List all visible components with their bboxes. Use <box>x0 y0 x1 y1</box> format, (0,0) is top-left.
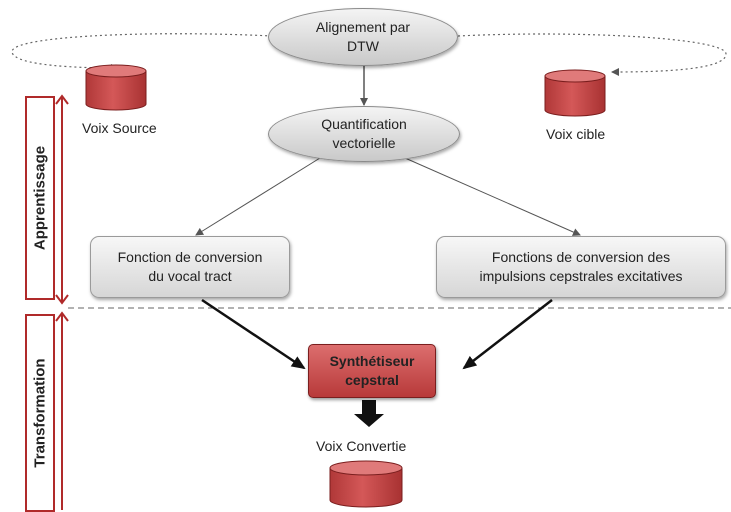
voice-converted-database-icon <box>329 460 403 508</box>
voice-target-database-icon <box>544 69 606 117</box>
vocal-tract-to-synth-arrow <box>201 298 306 370</box>
cepstral-synthesizer-node: Synthétiseur cepstral <box>308 344 436 398</box>
voice-source-database-icon <box>85 64 147 111</box>
transformation-phase-label: Transformation <box>31 358 49 468</box>
vocal-tract-conversion-node: Fonction de conversion du vocal tract <box>90 236 290 298</box>
voice-source-label: Voix Source <box>82 120 157 136</box>
vector-quantization-label: Quantification vectorielle <box>321 116 407 151</box>
synth-output-block-arrow <box>354 400 384 427</box>
vq-to-vocal-tract-arrow <box>195 157 321 236</box>
vector-quantization-node: Quantification vectorielle <box>268 106 460 162</box>
cepstral-synthesizer-label: Synthétiseur cepstral <box>329 353 415 388</box>
dtw-alignment-label: Alignement par DTW <box>315 19 411 54</box>
cepstral-pulse-conversion-label: Fonctions de conversion des impulsions c… <box>479 249 683 284</box>
vocal-tract-conversion-label: Fonction de conversion du vocal tract <box>117 249 263 284</box>
transformation-phase-box: Transformation <box>25 314 55 512</box>
training-phase-label: Apprentissage <box>31 145 49 251</box>
dtw-loop-right <box>457 33 727 76</box>
vq-to-cepstral-arrow <box>404 157 581 236</box>
cepstral-pulse-conversion-node: Fonctions de conversion des impulsions c… <box>436 236 726 298</box>
training-phase-arrow <box>55 94 69 305</box>
cepstral-to-synth-arrow <box>462 299 553 370</box>
dtw-alignment-node: Alignement par DTW <box>268 8 458 66</box>
voice-converted-label: Voix Convertie <box>316 438 407 454</box>
voice-target-label: Voix cible <box>546 126 606 142</box>
transformation-phase-arrow <box>55 311 69 510</box>
dtw-loop-left <box>11 33 273 72</box>
training-phase-box: Apprentissage <box>25 96 55 300</box>
